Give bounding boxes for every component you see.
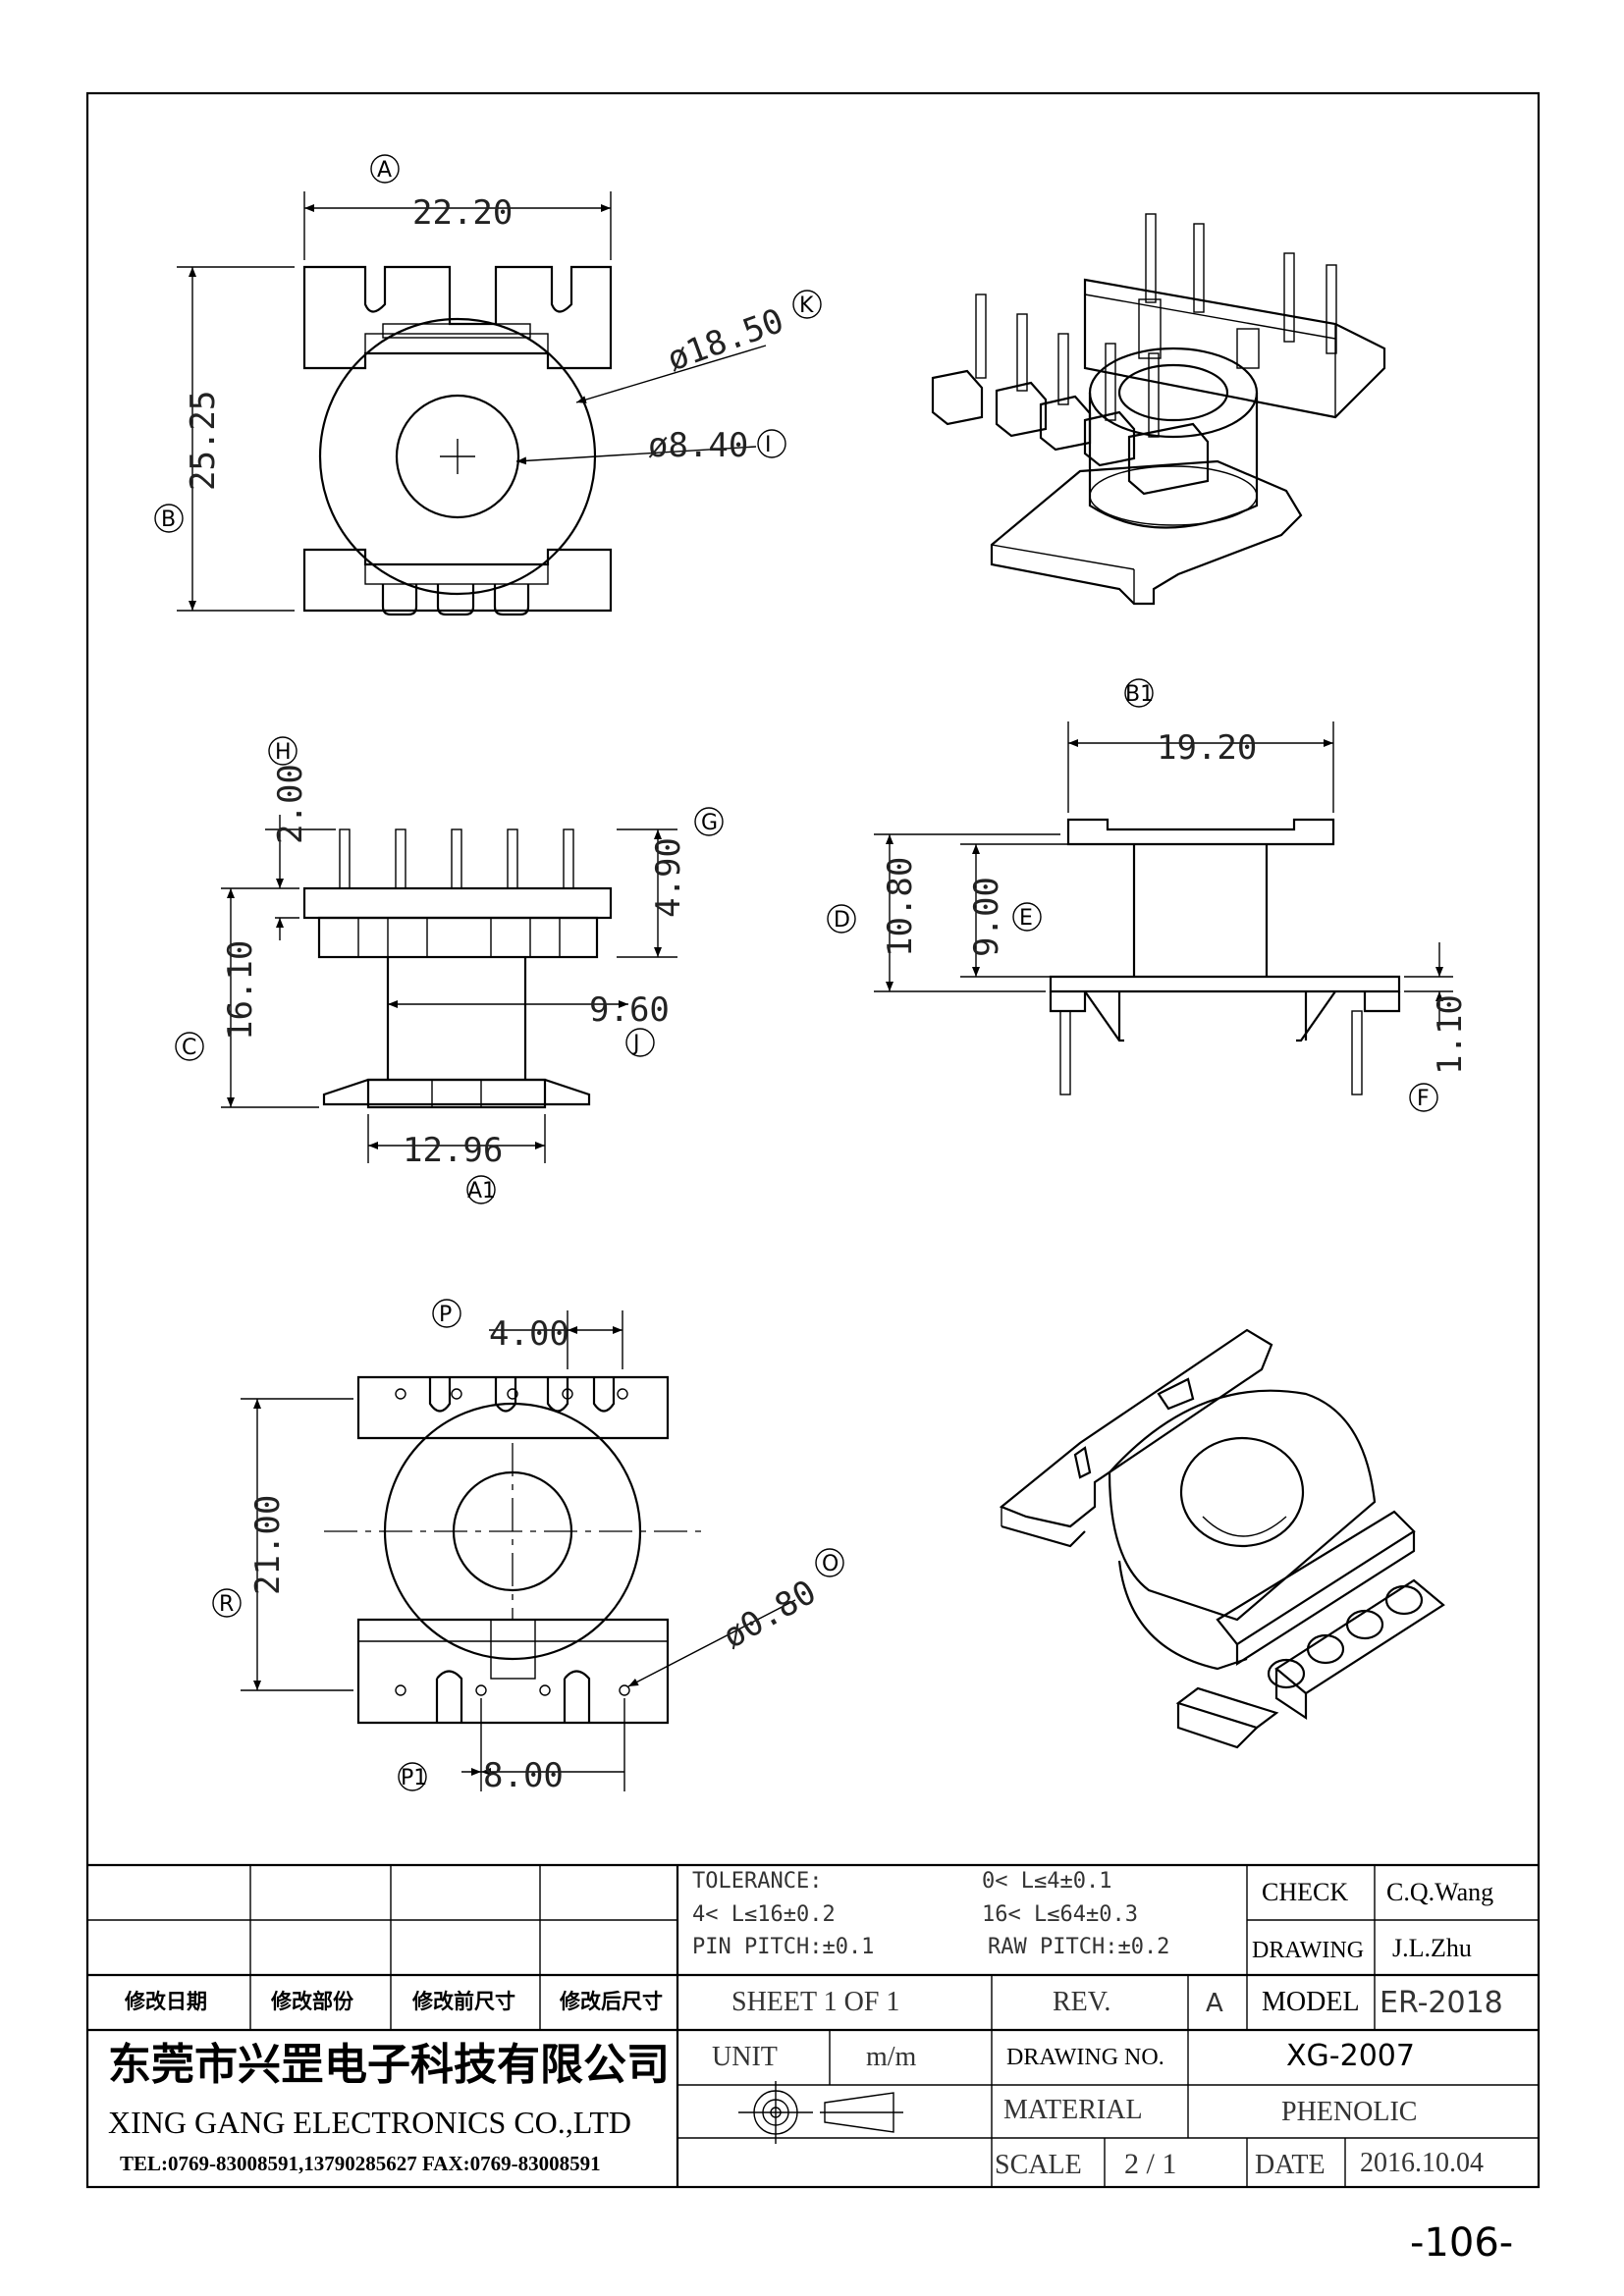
rev-header-before: 修改前尺寸 xyxy=(412,1990,515,2013)
rev-header-part: 修改部份 xyxy=(271,1990,353,2013)
tolerance-label: TOLERANCE: xyxy=(692,1869,823,1894)
title-block-grid xyxy=(87,1863,1539,2187)
tolerance-pin-pitch: PIN PITCH:±0.1 xyxy=(692,1935,875,1959)
front-view: 2.00 H 16.10 C 4.90 G 9.60 J 12.96 A1 xyxy=(175,736,724,1204)
model-label: MODEL xyxy=(1262,1987,1360,2017)
scale-value: 2 / 1 xyxy=(1124,2148,1177,2180)
top-view: 22.20 A 25.25 B ø18.50 K ø8.40 I xyxy=(154,154,822,616)
tolerance-range-2: 4< L≤16±0.2 xyxy=(692,1902,836,1927)
label-H: H xyxy=(275,740,292,765)
bottom-view: 4.00 P 21.00 R ø0.80 O 8.00 P1 xyxy=(212,1299,844,1795)
dim-side-width: 19.20 xyxy=(1157,728,1257,768)
label-P1: P1 xyxy=(401,1766,427,1790)
page-number: -106- xyxy=(1410,2220,1514,2266)
dim-pin-length: 2.00 xyxy=(271,764,310,844)
company-contact: TEL:0769-83008591,13790285627 FAX:0769-8… xyxy=(120,2152,601,2175)
dim-base-thickness: 1.10 xyxy=(1431,994,1470,1075)
label-R: R xyxy=(219,1592,234,1617)
drawing-label: DRAWING xyxy=(1252,1938,1365,1963)
date-label: DATE xyxy=(1255,2150,1326,2180)
check-label: CHECK xyxy=(1262,1878,1349,1906)
label-B: B xyxy=(161,507,176,532)
sheet-border xyxy=(85,91,1541,2189)
dim-pitch-bottom: 8.00 xyxy=(483,1756,564,1795)
label-F: F xyxy=(1417,1087,1430,1111)
label-J: J xyxy=(631,1032,640,1056)
dim-flange-height: 4.90 xyxy=(649,837,688,918)
tolerance-range-3: 16< L≤64±0.3 xyxy=(982,1902,1138,1927)
dim-top-width: 22.20 xyxy=(412,193,513,233)
dim-base-width: 12.96 xyxy=(403,1131,503,1170)
rev-value: A xyxy=(1206,1989,1223,2018)
drawing-value: J.L.Zhu xyxy=(1392,1934,1472,1962)
date-value: 2016.10.04 xyxy=(1360,2148,1484,2178)
dim-pitch-top: 4.00 xyxy=(489,1314,569,1354)
label-E: E xyxy=(1019,906,1033,931)
material-label: MATERIAL xyxy=(1003,2095,1143,2125)
label-A1: A1 xyxy=(467,1179,496,1203)
drawing-no-value: XG-2007 xyxy=(1286,2039,1415,2073)
company-name-cn: 东莞市兴罡电子科技有限公司 xyxy=(108,2040,670,2090)
dim-winding-height: 9.00 xyxy=(967,877,1006,957)
label-C: C xyxy=(182,1036,196,1060)
unit-value: m/m xyxy=(866,2042,917,2072)
dim-hole-dia: ø0.80 xyxy=(717,1573,824,1657)
dim-bottom-height: 21.00 xyxy=(248,1495,288,1595)
material-value: PHENOLIC xyxy=(1281,2097,1418,2127)
label-B1: B1 xyxy=(1125,682,1154,707)
dim-outer-dia: ø18.50 xyxy=(662,301,788,380)
check-value: C.Q.Wang xyxy=(1386,1878,1494,1906)
unit-label: UNIT xyxy=(712,2042,778,2072)
model-value: ER-2018 xyxy=(1380,1986,1503,2020)
scale-label: SCALE xyxy=(995,2150,1082,2180)
rev-label: REV. xyxy=(1053,1987,1111,2017)
isometric-view-top xyxy=(931,213,1386,606)
company-name-en: XING GANG ELECTRONICS CO.,LTD xyxy=(108,2105,632,2140)
label-A: A xyxy=(377,158,392,183)
isometric-view-bottom xyxy=(999,1328,1445,1749)
side-view: 19.20 B1 10.80 D 9.00 E 1.10 F xyxy=(827,678,1470,1112)
rev-header-date: 修改日期 xyxy=(125,1990,207,2013)
dim-inner-dia: ø8.40 xyxy=(648,426,748,465)
drawing-no-label: DRAWING NO. xyxy=(1006,2045,1164,2070)
label-D: D xyxy=(834,908,850,933)
label-I: I xyxy=(765,433,772,457)
dim-front-height: 16.10 xyxy=(221,940,260,1041)
label-G: G xyxy=(701,811,718,835)
label-O: O xyxy=(822,1552,839,1576)
tolerance-range-1: 0< L≤4±0.1 xyxy=(982,1869,1112,1894)
dim-side-height: 10.80 xyxy=(881,857,920,957)
label-K: K xyxy=(799,294,814,318)
sheet-info: SHEET 1 OF 1 xyxy=(731,1987,900,2017)
rev-header-after: 修改后尺寸 xyxy=(560,1990,663,2013)
label-P: P xyxy=(439,1303,452,1327)
tolerance-raw-pitch: RAW PITCH:±0.2 xyxy=(988,1935,1170,1959)
dim-top-height: 25.25 xyxy=(184,391,223,491)
dim-core-width: 9.60 xyxy=(589,990,670,1030)
